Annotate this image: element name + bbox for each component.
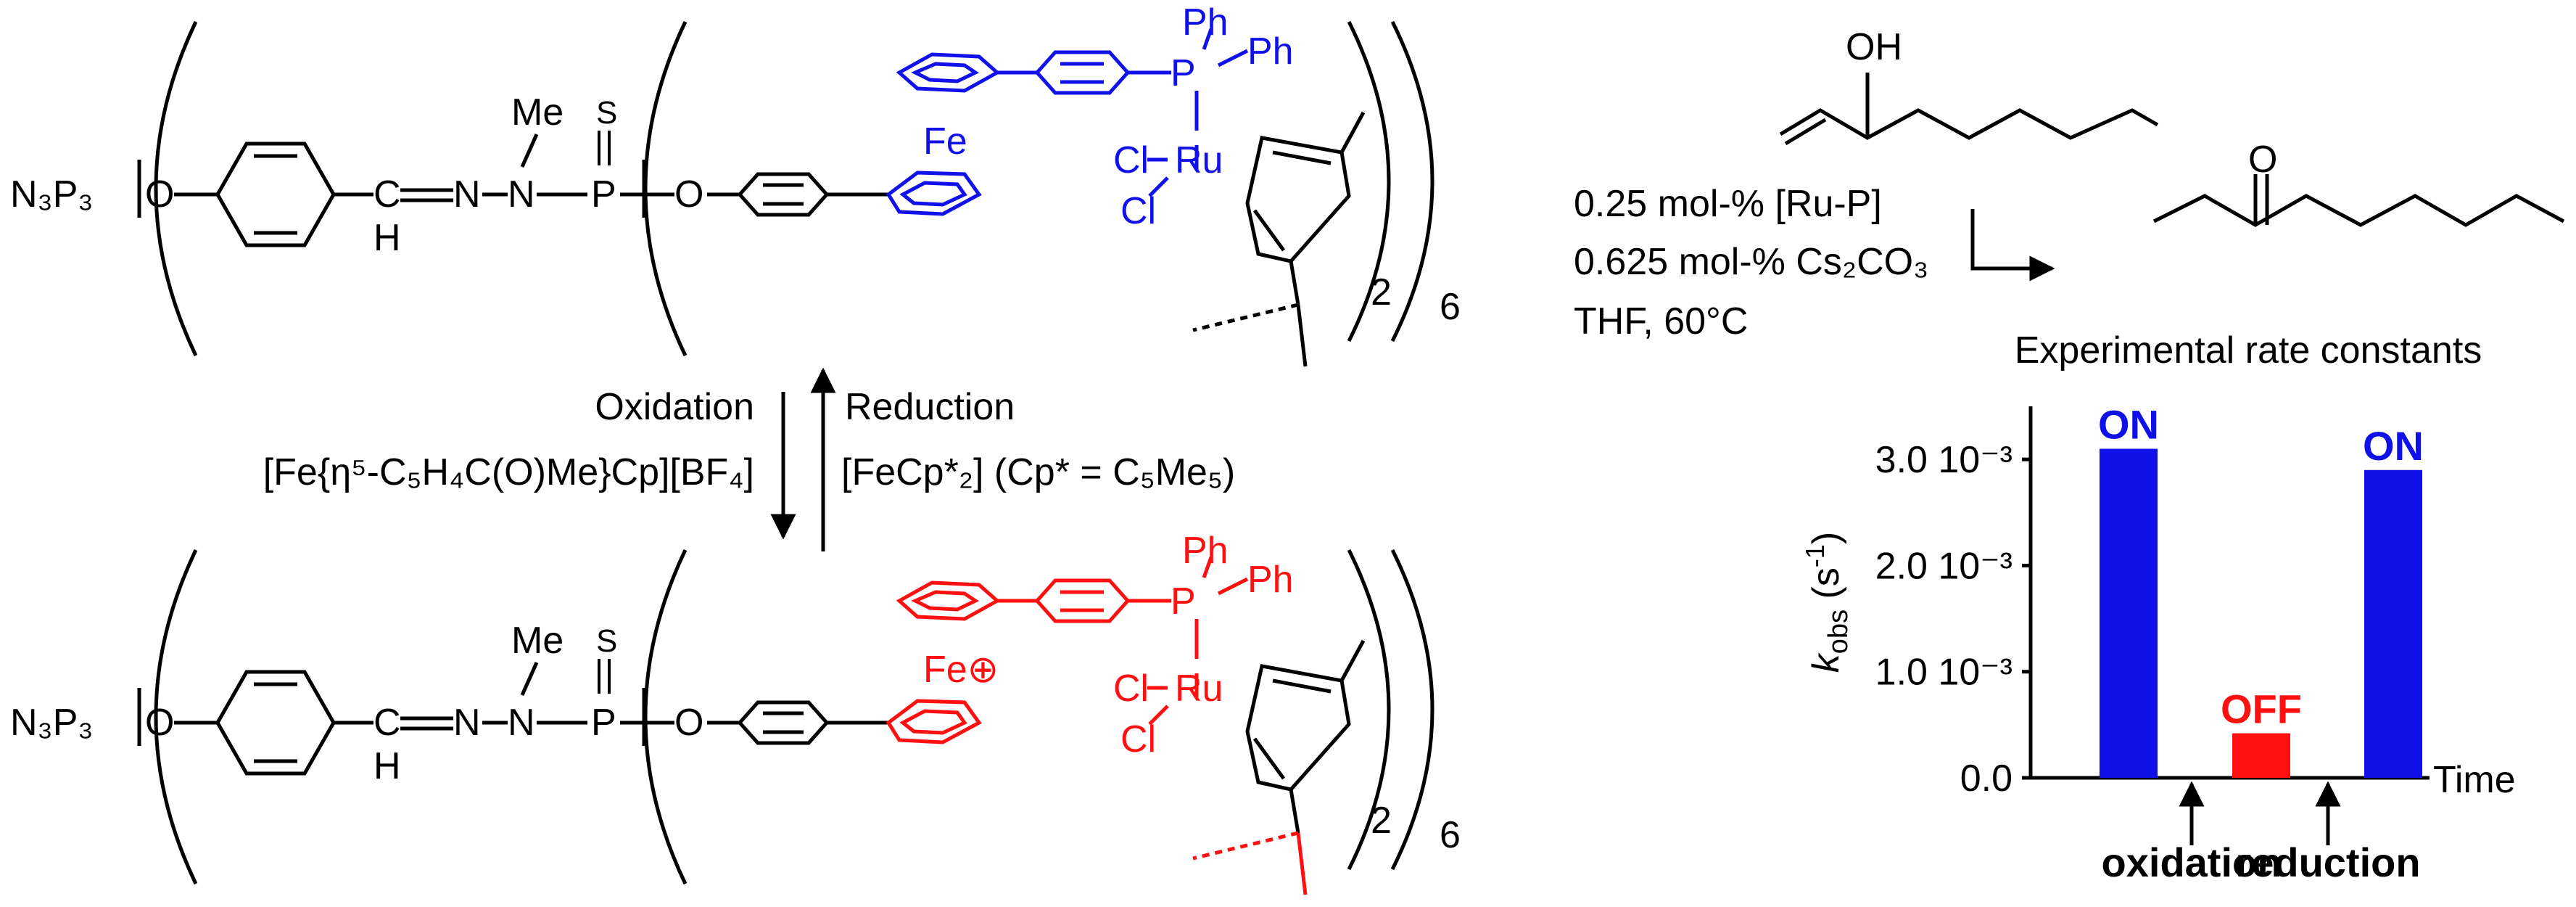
- phosphorus-label-ox: P: [591, 702, 616, 744]
- phosphorus-label: P: [591, 173, 616, 216]
- chloride2-label: Cl: [1120, 190, 1156, 232]
- iron-label: Fe: [923, 120, 967, 163]
- oxygen-label: O: [145, 173, 174, 216]
- phenyl2-label-ox: Ph: [1247, 559, 1294, 601]
- core-label-ox: N₃P₃: [10, 702, 94, 744]
- benzene-ring-ox: [215, 670, 336, 776]
- ferrocenium-red: [886, 557, 1249, 744]
- y-tick-label: 2.0 10⁻³: [1875, 545, 2012, 587]
- n1-label-ox: N: [453, 702, 481, 744]
- phenyl2-label: Ph: [1247, 30, 1294, 73]
- phosphine-p-label-ox: P: [1171, 580, 1196, 623]
- condition-1: 0.25 mol-% [Ru-P]: [1574, 183, 1882, 225]
- bar-label: ON: [2098, 402, 2159, 448]
- imine-carbon-label-ox: C: [373, 702, 401, 744]
- sulfur-label: S: [596, 95, 617, 131]
- redox-equilibrium: Oxidation [Fe{η⁵-C₅H₄C(O)Me}Cp][BF₄] Red…: [263, 367, 1235, 551]
- chloride1-label: Cl: [1113, 139, 1149, 181]
- substrate-chain: [1779, 108, 2159, 140]
- chloride1-label-ox: Cl: [1113, 668, 1149, 710]
- x-axis-label: Time: [2433, 759, 2516, 801]
- reductant-label: [FeCp*₂] (Cp* = C₅Me₅): [841, 451, 1235, 493]
- product-chain: [2152, 194, 2565, 227]
- oxygen2-label-ox: O: [674, 702, 703, 744]
- condition-3: THF, 60°C: [1574, 300, 1748, 342]
- n2-label-ox: N: [508, 702, 535, 744]
- left-bracket: [154, 20, 198, 357]
- y-tick-label: 0.0: [1960, 758, 2012, 800]
- outer-right-bracket: [1390, 20, 1434, 342]
- n1-label: N: [453, 173, 481, 216]
- oxidized-complex: N₃P₃ O C H N N Me P S O: [10, 530, 1461, 895]
- phenyl1-label: Ph: [1182, 1, 1229, 44]
- hydroxyl-label: OH: [1846, 26, 1902, 68]
- catalytic-reaction: [1779, 73, 2565, 282]
- phenylene-ring: [737, 172, 830, 217]
- oxygen2-label: O: [674, 173, 703, 216]
- oxidation-label: Oxidation: [595, 386, 754, 428]
- ketone-oxygen-label: O: [2248, 139, 2277, 181]
- rate-constant-chart: Experimental rate constants Time kobs (s…: [1800, 329, 2516, 885]
- imine-carbon-label: C: [373, 173, 401, 216]
- reduction-event-label: reduction: [2235, 840, 2420, 885]
- sulfur-label-ox: S: [596, 623, 617, 659]
- bar-label: OFF: [2221, 686, 2302, 732]
- oxygen-label-ox: O: [145, 702, 174, 744]
- inner-left-bracket: [643, 20, 688, 357]
- oxidation-event-label: oxidation: [2102, 840, 2282, 885]
- subscript-6-ox: 6: [1440, 814, 1461, 856]
- bar-on: [2100, 448, 2158, 778]
- phenyl1-label-ox: Ph: [1182, 530, 1229, 572]
- imine-h-label-ox: H: [373, 745, 401, 787]
- methyl-label: Me: [511, 91, 564, 134]
- methyl-label-ox: Me: [511, 620, 564, 662]
- chart-title: Experimental rate constants: [2015, 329, 2482, 372]
- substrate-double-bond: [1784, 118, 1827, 146]
- phosphine-p-label: P: [1171, 52, 1196, 94]
- ruthenium-label-ox: Ru: [1175, 668, 1223, 710]
- reduction-label: Reduction: [845, 386, 1015, 428]
- y-axis-label: kobs (s-1): [1800, 532, 1854, 673]
- bar-on: [2364, 469, 2422, 778]
- y-tick-label: 3.0 10⁻³: [1875, 439, 2012, 481]
- oxidant-label: [Fe{η⁵-C₅H₄C(O)Me}Cp][BF₄]: [263, 451, 754, 493]
- benzene-ring: [215, 141, 336, 247]
- subscript-2: 2: [1371, 271, 1392, 313]
- y-tick-label: 1.0 10⁻³: [1875, 652, 2012, 694]
- phenylene-ring-ox: [737, 700, 830, 745]
- subscript-6: 6: [1440, 286, 1461, 328]
- reaction-arrow: [1970, 209, 2055, 282]
- subscript-2-ox: 2: [1371, 800, 1392, 842]
- condition-2: 0.625 mol-% Cs₂CO₃: [1574, 241, 1928, 283]
- imine-h-label: H: [373, 217, 401, 259]
- inner-right-bracket: [1347, 20, 1391, 342]
- chloride2-label-ox: Cl: [1120, 718, 1156, 760]
- cymene-ring-ox: [1192, 639, 1366, 895]
- core-label: N₃P₃: [10, 173, 94, 216]
- bar-off: [2232, 733, 2290, 778]
- bar-label: ON: [2363, 423, 2424, 469]
- reduced-complex: N₃P₃ O C H N N Me P S O: [10, 1, 1461, 367]
- iron-plus-label: Fe⊕: [923, 649, 999, 691]
- ferrocene-blue: [886, 28, 1249, 216]
- ruthenium-label: Ru: [1175, 139, 1223, 181]
- n2-label: N: [508, 173, 535, 216]
- cymene-ring: [1192, 111, 1366, 367]
